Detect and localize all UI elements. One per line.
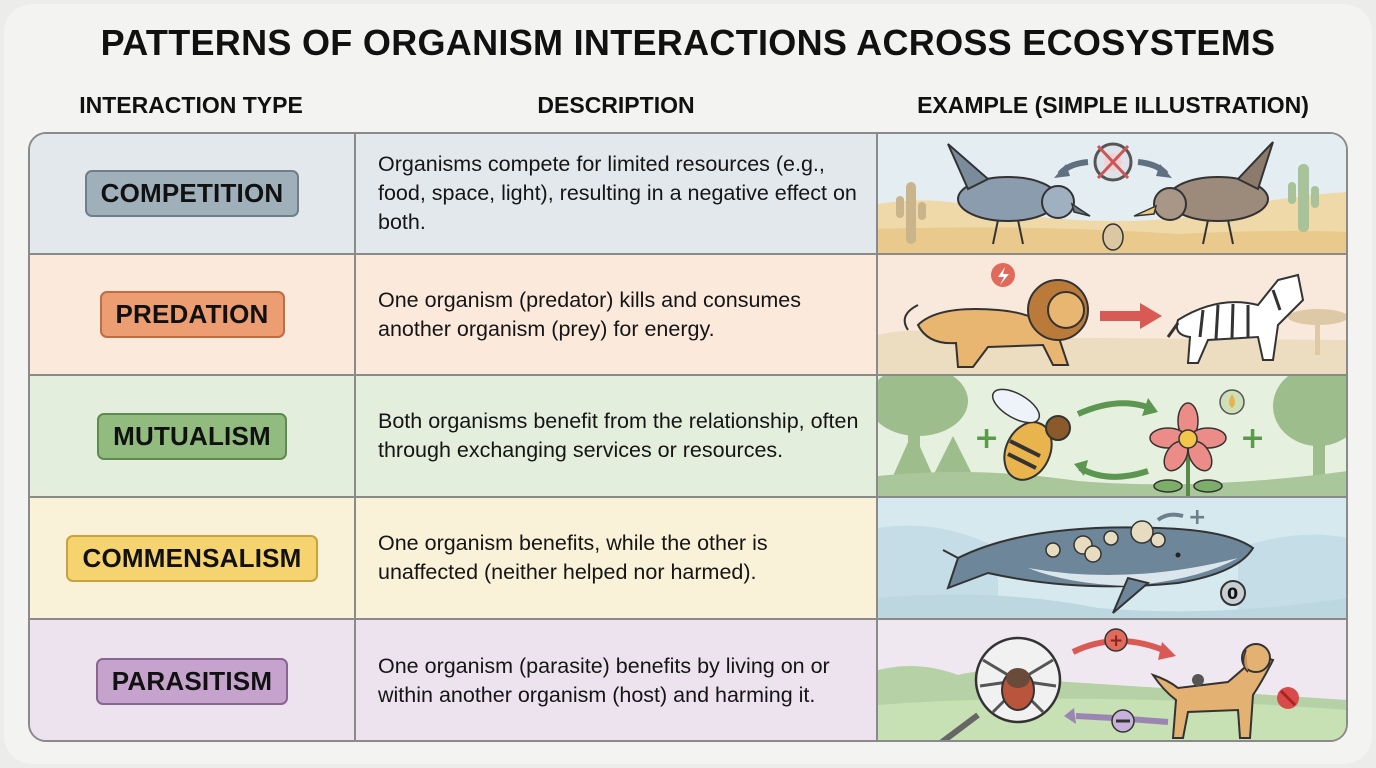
flower-icon (1149, 402, 1227, 496)
parasitism-description: One organism (parasite) benefits by livi… (378, 654, 830, 707)
commensalism-badge: COMMENSALISM (66, 534, 318, 582)
table-row-competition: COMPETITION Organisms compete for limite… (30, 134, 1346, 255)
predation-description: One organism (predator) kills and consum… (378, 287, 802, 341)
svg-text:+: + (1109, 631, 1123, 651)
arrow-icon (1156, 512, 1184, 522)
zero-badge-icon: 0 (1220, 580, 1246, 606)
plus-badge-icon: + (1104, 628, 1128, 652)
brown-bird-icon (1133, 141, 1274, 245)
cactus-icon (1288, 164, 1319, 232)
harm-badge-icon (1277, 687, 1299, 709)
bee-icon (991, 388, 1071, 481)
column-header-description: DESCRIPTION (537, 92, 695, 118)
predation-badge: PREDATION (99, 291, 285, 338)
type-cell: MUTUALISM (30, 376, 356, 496)
mutualism-description: Both organisms benefit from the relation… (378, 409, 859, 462)
predation-illustration (878, 255, 1346, 374)
type-cell: PREDATION (30, 255, 356, 374)
table-row-predation: PREDATION One organism (predator) kills … (30, 255, 1346, 376)
arrow-right-icon (1100, 303, 1162, 329)
svg-text:0: 0 (1227, 584, 1238, 603)
parasitism-illustration: + (878, 620, 1346, 740)
seed-icon (1102, 223, 1124, 251)
cactus-icon (896, 182, 926, 244)
column-header-type: INTERACTION TYPE (79, 92, 303, 118)
dog-icon (1150, 643, 1275, 739)
tick-icon (979, 658, 1057, 714)
lightning-badge-icon (991, 263, 1015, 287)
description-cell: One organism (predator) kills and consum… (356, 255, 878, 374)
table-row-parasitism: PARASITISM One organism (parasite) benef… (30, 620, 1346, 740)
tree-silhouette-icon (878, 376, 1346, 486)
commensalism-illustration: + 0 (878, 498, 1346, 618)
zebra-icon (1166, 273, 1305, 364)
plus-icon: + (974, 421, 999, 456)
competition-illustration (878, 134, 1346, 253)
column-header-example: EXAMPLE (SIMPLE ILLUSTRATION) (917, 92, 1309, 118)
description-cell: One organism (parasite) benefits by livi… (356, 620, 878, 740)
type-cell: COMMENSALISM (30, 498, 356, 618)
table-row-mutualism: MUTUALISM Both organisms benefit from th… (30, 376, 1346, 498)
crossed-circle-icon (1093, 142, 1133, 182)
plus-icon: + (1240, 421, 1265, 456)
interaction-table: COMPETITION Organisms compete for limite… (28, 132, 1348, 742)
description-cell: Both organisms benefit from the relation… (356, 376, 878, 496)
nectar-drop-icon (1219, 389, 1245, 415)
competition-badge: COMPETITION (84, 170, 300, 217)
lion-icon (903, 279, 1089, 368)
plus-icon: + (1188, 505, 1206, 530)
type-cell: COMPETITION (30, 134, 356, 253)
table-row-commensalism: COMMENSALISM One organism benefits, whil… (30, 498, 1346, 620)
parasitism-badge: PARASITISM (95, 657, 289, 705)
competition-description: Organisms compete for limited resources … (378, 152, 857, 234)
arrow-to-flower-icon (1076, 400, 1152, 417)
mutualism-illustration: + + (878, 376, 1346, 496)
commensalism-description: One organism benefits, while the other i… (378, 531, 768, 584)
barnacle-icon (1045, 520, 1166, 563)
mutualism-badge: MUTUALISM (97, 412, 287, 460)
type-cell: PARASITISM (30, 620, 356, 740)
description-cell: One organism benefits, while the other i… (356, 498, 878, 618)
acacia-tree-icon (1288, 309, 1346, 355)
page-title: PATTERNS OF ORGANISM INTERACTIONS ACROSS… (100, 22, 1276, 63)
description-cell: Organisms compete for limited resources … (356, 134, 878, 253)
grey-bird-icon (947, 143, 1091, 245)
minus-badge-icon (1111, 709, 1135, 733)
